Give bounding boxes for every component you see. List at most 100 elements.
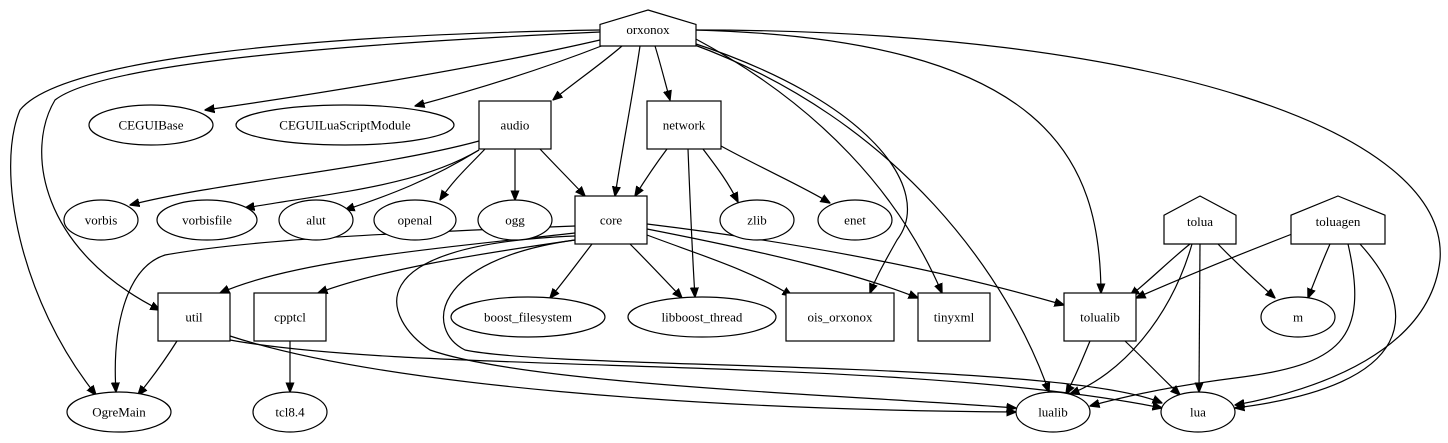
node-lualib-shape: [1015, 391, 1091, 433]
node-tolua-shape: [1163, 195, 1237, 245]
node-tolualib: tolualib: [1063, 292, 1137, 342]
node-core-label: core: [600, 213, 623, 228]
node-m-shape: [1260, 296, 1336, 338]
edge-network-to-enet: [720, 145, 830, 203]
edge-audio-to-openal: [440, 148, 486, 200]
edge-orxonox-to-lua: [695, 29, 1441, 405]
edge-util-to-OgreMain: [138, 340, 178, 395]
edge-audio-to-core: [539, 148, 585, 196]
node-orxonox-shape: [599, 9, 697, 47]
node-libboost_thread: libboost_thread: [627, 296, 777, 338]
edge-audio-to-alut: [345, 149, 480, 210]
edge-tolualib-to-lua: [1124, 340, 1180, 395]
node-m: m: [1260, 296, 1336, 338]
node-vorbis-label: vorbis: [85, 213, 118, 228]
edge-core-to-tolualib: [646, 223, 1064, 305]
edge-network-to-libboost_thread: [687, 148, 695, 297]
node-OgreMain-label: OgreMain: [92, 405, 146, 420]
node-toluagen: toluagen: [1290, 195, 1386, 245]
node-util-label: util: [185, 310, 203, 325]
node-tinyxml: tinyxml: [917, 292, 991, 342]
node-m-label: m: [1293, 310, 1303, 325]
edge-orxonox-to-network: [654, 45, 670, 100]
node-core-shape: [574, 195, 648, 245]
edge-orxonox-to-lualib: [691, 43, 1049, 392]
node-toluagen-label: toluagen: [1316, 214, 1361, 229]
node-boost_filesystem-shape: [450, 296, 606, 338]
node-cpptcl-label: cpptcl: [274, 310, 306, 325]
node-network: network: [646, 100, 722, 150]
node-tolualib-label: tolualib: [1080, 310, 1120, 325]
node-vorbisfile-label: vorbisfile: [182, 213, 232, 228]
node-lua-shape: [1160, 391, 1236, 433]
node-audio: audio: [478, 100, 552, 150]
node-audio-label: audio: [501, 118, 530, 133]
node-tcl8-4-label: tcl8.4: [275, 405, 305, 420]
node-CEGUILuaScriptModule-label: CEGUILuaScriptModule: [279, 118, 411, 133]
node-tcl8-4: tcl8.4: [252, 391, 328, 433]
node-libboost_thread-shape: [627, 296, 777, 338]
node-network-label: network: [663, 118, 706, 133]
node-util: util: [157, 292, 231, 342]
edge-network-to-zlib: [702, 148, 738, 202]
node-alut-shape: [278, 199, 354, 241]
edge-orxonox-to-OgreMain: [10, 29, 601, 395]
edge-core-to-boost_filesystem: [550, 243, 593, 298]
node-orxonox-label: orxonox: [626, 22, 670, 37]
node-enet-shape: [817, 199, 893, 241]
node-tolua: tolua: [1163, 195, 1237, 245]
edge-tolua-to-lualib: [1070, 243, 1193, 394]
edge-toluagen-to-lualib: [1090, 243, 1356, 406]
node-core: core: [574, 195, 648, 245]
node-openal-label: openal: [398, 213, 433, 228]
node-tcl8-4-shape: [252, 391, 328, 433]
node-ois_orxonox-shape: [785, 292, 895, 342]
edge-tolua-to-lua: [1199, 243, 1200, 392]
edge-util-to-lua: [229, 339, 1162, 408]
edge-orxonox-to-util: [41, 31, 601, 310]
edge-orxonox-to-core: [615, 45, 641, 196]
node-util-shape: [157, 292, 231, 342]
node-ogg: ogg: [477, 199, 553, 241]
node-boost_filesystem: boost_filesystem: [450, 296, 606, 338]
edge-core-to-tinyxml: [646, 228, 918, 298]
node-CEGUIBase-label: CEGUIBase: [119, 118, 184, 133]
edge-tolualib-to-lualib: [1066, 340, 1091, 394]
node-audio-shape: [478, 100, 552, 150]
edge-orxonox-to-CEGUIBase: [205, 39, 601, 110]
edge-core-to-ois_orxonox: [646, 234, 792, 296]
edge-orxonox-to-ois_orxonox: [689, 41, 908, 293]
node-openal-shape: [373, 199, 457, 241]
node-enet-label: enet: [844, 213, 866, 228]
edge-audio-to-vorbis: [130, 140, 480, 205]
edge-toluagen-to-lua: [1235, 243, 1397, 408]
node-zlib: zlib: [719, 199, 795, 241]
edge-core-to-lualib: [396, 235, 1016, 408]
node-CEGUILuaScriptModule: CEGUILuaScriptModule: [235, 104, 455, 146]
node-CEGUILuaScriptModule-shape: [235, 104, 455, 146]
edge-audio-to-vorbisfile: [245, 149, 480, 208]
node-cpptcl: cpptcl: [253, 292, 327, 342]
node-toluagen-shape: [1290, 195, 1386, 245]
node-OgreMain-shape: [66, 391, 172, 433]
node-vorbisfile-shape: [156, 199, 258, 241]
node-cpptcl-shape: [253, 292, 327, 342]
edge-core-to-cpptcl: [318, 239, 576, 293]
edge-core-to-lua: [443, 239, 1162, 403]
node-CEGUIBase-shape: [88, 104, 214, 146]
node-vorbis: vorbis: [63, 199, 139, 241]
node-tinyxml-shape: [917, 292, 991, 342]
node-tinyxml-label: tinyxml: [934, 310, 975, 325]
node-ogg-label: ogg: [505, 213, 525, 228]
node-libboost_thread-label: libboost_thread: [662, 310, 743, 325]
edge-network-to-core: [635, 148, 668, 196]
edge-core-to-libboost_thread: [629, 243, 682, 298]
edges-layer: [10, 29, 1441, 412]
node-tolualib-shape: [1063, 292, 1137, 342]
node-tolua-label: tolua: [1187, 214, 1213, 229]
node-zlib-label: zlib: [747, 213, 767, 228]
node-lua-label: lua: [1190, 405, 1206, 420]
edge-core-to-OgreMain: [115, 225, 576, 392]
